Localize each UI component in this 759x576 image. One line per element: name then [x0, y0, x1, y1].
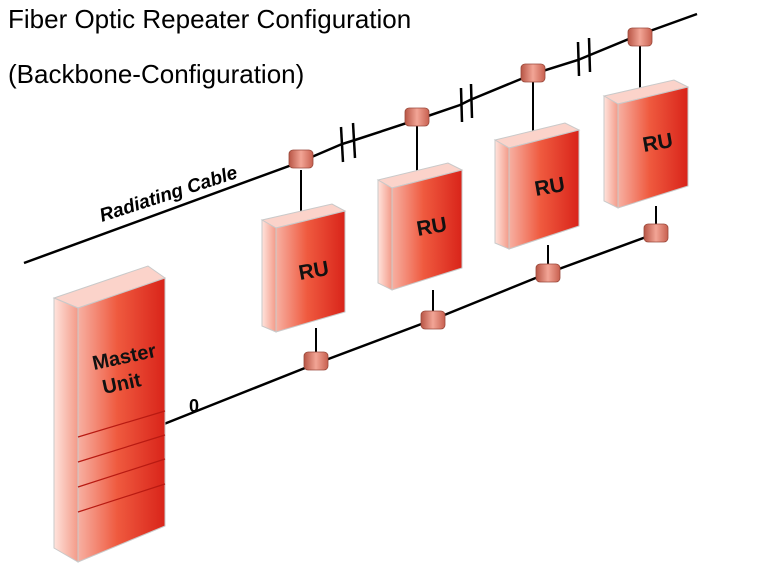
drop-lines [300, 46, 657, 354]
remote-unit: RU [376, 162, 464, 291]
cable-break [339, 122, 357, 163]
couplers [288, 27, 669, 371]
remote-unit-label: RU [641, 129, 675, 157]
fiber-loop-label: 0 [189, 396, 199, 416]
remote-unit-label: RU [533, 173, 567, 201]
coupler [627, 27, 653, 47]
radiating-cable [23, 12, 698, 265]
remote-unit: RU [602, 79, 690, 209]
remote-unit: RU [260, 203, 347, 333]
diagram-title: Fiber Optic Repeater Configuration [8, 4, 412, 34]
coupler [520, 63, 546, 83]
coupler [288, 149, 314, 169]
coupler [303, 351, 329, 371]
remote-unit-label: RU [415, 213, 449, 241]
diagram-subtitle: (Backbone-Configuration) [8, 59, 305, 89]
remote-unit: RU [493, 122, 581, 250]
master-unit: Master Unit [52, 265, 167, 563]
cable-break [459, 83, 474, 123]
remote-unit-label: RU [297, 257, 331, 285]
master-unit-slot-dividers [77, 410, 166, 513]
radiating-cable-label: Radiating Cable [97, 162, 240, 226]
coupler [420, 310, 446, 330]
coupler [404, 107, 430, 127]
coupler [643, 223, 669, 243]
cable-break [576, 37, 592, 77]
coupler [535, 263, 561, 283]
